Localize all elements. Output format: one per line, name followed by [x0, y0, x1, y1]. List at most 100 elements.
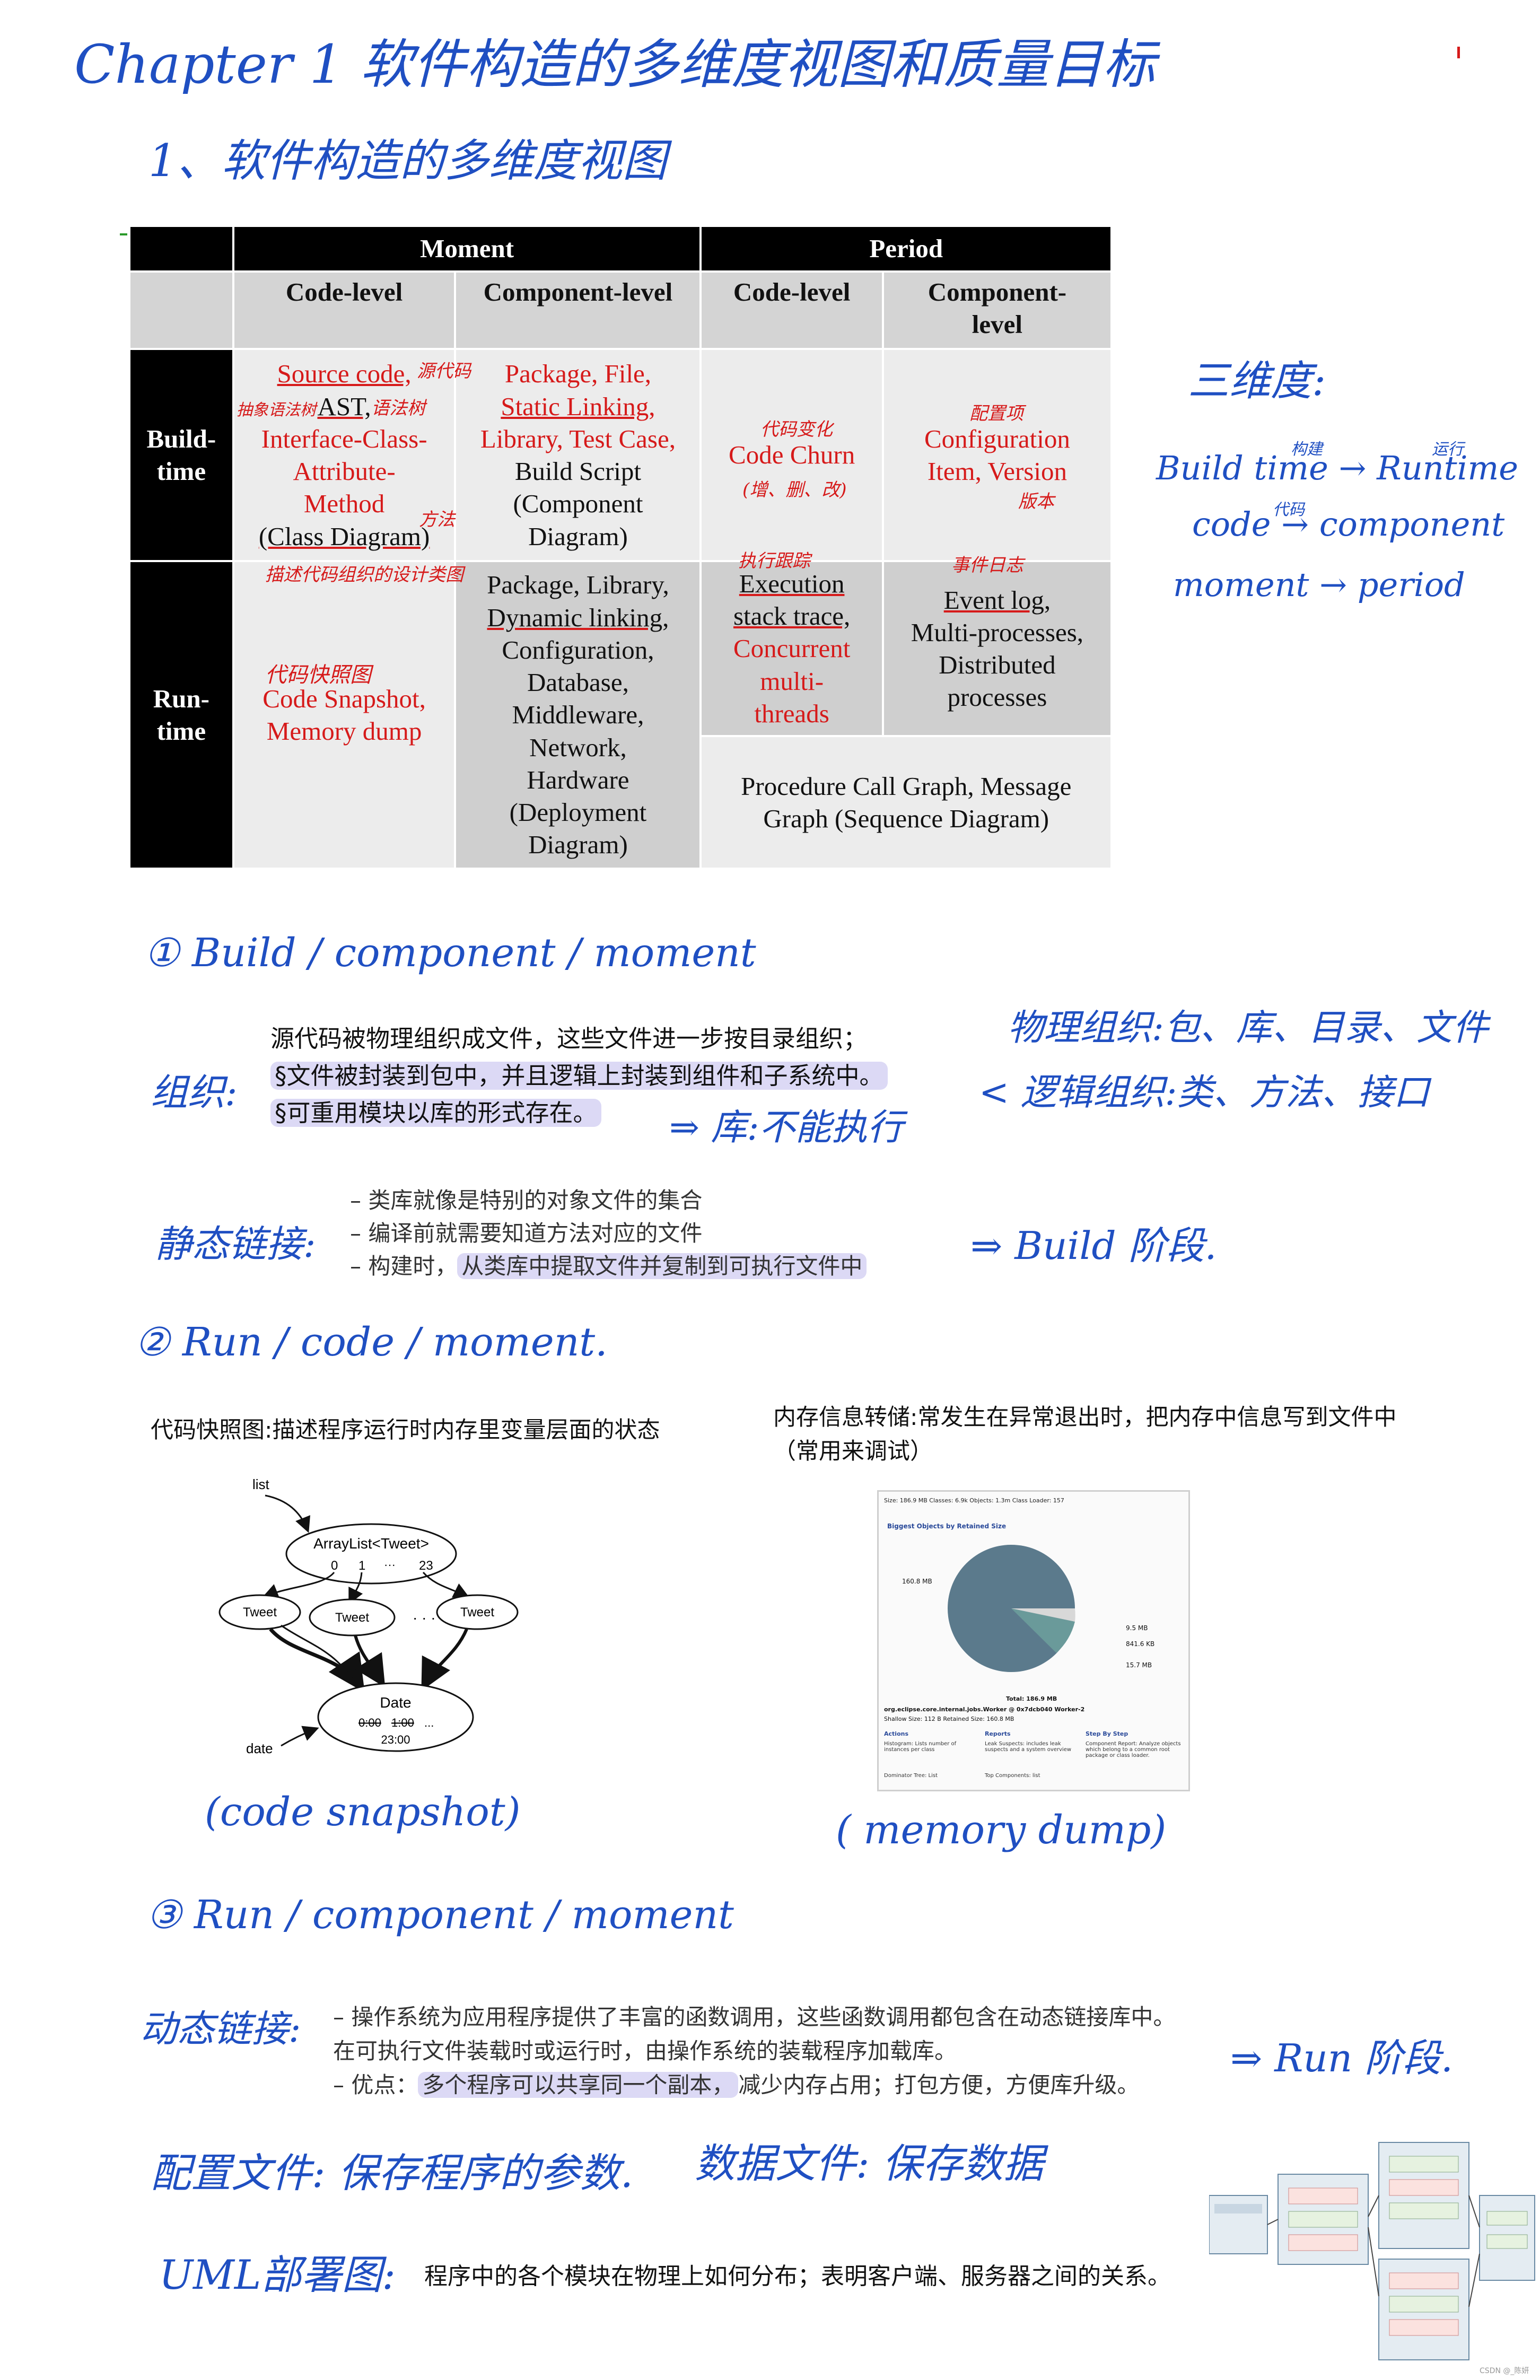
dump-reports-title: Reports — [985, 1730, 1011, 1737]
cell-build-period-code: Code Churn — [699, 348, 884, 562]
code-snapshot-desc: 代码快照图:描述程序运行时内存里变量层面的状态 — [151, 1417, 660, 1443]
index-23: 23 — [419, 1559, 433, 1573]
physical-org-note: 物理组织:包、库、目录、文件 — [1008, 1007, 1489, 1049]
time-0: 0:00 — [358, 1716, 381, 1729]
row-build-time: Build- time — [128, 348, 234, 562]
dump-total: Total: 186.9 MB — [1006, 1695, 1057, 1702]
time-23: 23:00 — [381, 1733, 410, 1746]
stack-trace-text: stack trace, — [733, 601, 851, 631]
subheader-blank — [128, 270, 234, 350]
memory-dump-desc-2: （常用来调试） — [773, 1438, 933, 1465]
code-snapshot-diagram: list ArrayList<Tweet> 0 1 ··· 23 Tweet T… — [218, 1476, 519, 1756]
row-run-time: Run- time — [128, 560, 234, 870]
uml-deployment-text: 程序中的各个模块在物理上如何分布；表明客户端、服务器之间的关系。 — [424, 2263, 1171, 2290]
run-small-note: 运行 — [1432, 440, 1464, 459]
dump-histogram: Histogram: Lists number of instances per… — [884, 1741, 957, 1753]
icam-text-3: Method — [303, 489, 385, 519]
page-title: Chapter 1 软件构造的多维度视图和质量目标 — [74, 33, 1156, 95]
multi-processes-text: Multi-processes, — [911, 617, 1084, 647]
anno-version: 版本 — [1018, 491, 1054, 512]
configuration-text: Configuration — [924, 424, 1070, 453]
dump-component-report: Component Report: Analyze objects which … — [1086, 1741, 1181, 1758]
index-0: 0 — [331, 1559, 338, 1573]
anno-source: 源代码 — [417, 361, 471, 382]
event-log-text: Event log, — [943, 585, 1051, 615]
dump-size-line: Size: 186.9 MB Classes: 6.9k Objects: 1.… — [884, 1497, 1064, 1504]
dump-label-c: 15.7 MB — [1126, 1661, 1152, 1669]
dump-label-a: 9.5 MB — [1126, 1624, 1148, 1632]
library-test-text: Library, Test Case, — [480, 424, 676, 453]
cell-run-moment-code: Code Snapshot, Memory dump — [232, 560, 457, 870]
cell-run-period-code: Execution stack trace, Concurrent multi-… — [699, 560, 884, 737]
code-small-note: 代码 — [1273, 501, 1305, 519]
section-1-heading: 1、软件构造的多维度视图 — [148, 135, 667, 187]
subheader-moment-code: Code-level — [232, 270, 457, 350]
date-label: Date — [380, 1694, 411, 1711]
config-file-note: 配置文件: 保存程序的参数. — [151, 2149, 633, 2197]
arrow-3: → — [1319, 565, 1348, 604]
execution-text: Execution — [739, 568, 845, 598]
static-bullet-3a: – 构建时， — [350, 1253, 458, 1279]
build-script-text: Build Script — [514, 457, 642, 486]
watermark: CSDN @_陈妍 — [1480, 2367, 1529, 2375]
tweet-label-2: Tweet — [335, 1611, 369, 1625]
rm-comp-l1: Package, Library, — [487, 570, 669, 600]
date-node — [317, 1682, 474, 1752]
tweet-label-3: Tweet — [460, 1605, 494, 1620]
section-run-component-moment: ③ Run / component / moment — [146, 1892, 734, 1938]
red-mark — [1457, 47, 1460, 58]
arrow-1: → — [1338, 449, 1367, 487]
tweet-node-2 — [309, 1598, 396, 1637]
component-diagram-text-1: (Component — [513, 489, 643, 519]
cell-run-period-component: Event log, Multi-processes, Distributed … — [881, 560, 1113, 737]
static-bullet-3b: 从类库中提取文件并复制到可执行文件中 — [457, 1253, 867, 1279]
arraylist-label: ArrayList<Tweet> — [313, 1535, 429, 1552]
build-runtime-note: Build time → Runtime — [1156, 449, 1518, 487]
run-label: Run- — [153, 684, 209, 713]
time-1: 1:00 — [391, 1716, 414, 1729]
green-mark — [120, 233, 127, 235]
dynamic-line-3a: – 优点： — [333, 2072, 418, 2098]
build-label: Build- — [146, 424, 216, 453]
static-linking-text: Static Linking, — [501, 391, 655, 421]
date-var-label: date — [246, 1740, 273, 1756]
memory-dump-caption: ( memory dump) — [836, 1807, 1167, 1853]
sequence-diagram-text: Graph (Sequence Diagram) — [763, 804, 1049, 833]
tweet-node-3 — [436, 1594, 519, 1630]
tweet-dots: · · · — [413, 1609, 436, 1626]
code-component-note: code → component — [1192, 505, 1504, 544]
time-dots: ... — [424, 1716, 434, 1729]
distributed-text: Distributed — [939, 650, 1056, 679]
anno-churn-sub: (增、删、改) — [742, 479, 847, 501]
organize-line-2: §文件被封装到包中，并且逻辑上封装到组件和子系统中。 — [270, 1056, 888, 1091]
anno-exec: 执行跟踪 — [738, 550, 810, 572]
organize-line-1: 源代码被物理组织成文件，这些文件进一步按目录组织； — [270, 1025, 868, 1053]
tweet-node-1 — [218, 1594, 301, 1630]
library-note: ⇒ 库:不能执行 — [669, 1107, 904, 1149]
memory-dump-desc-1: 内存信息转储:常发生在异常退出时，把内存中信息写到文件中 — [773, 1404, 1397, 1431]
dynamic-line-3b: 多个程序可以共享同一个副本， — [418, 2072, 739, 2098]
icam-text-2: Attribute- — [293, 457, 396, 486]
run-time-label: time — [156, 716, 206, 746]
subheader-moment-component: Component-level — [454, 270, 702, 350]
data-file-note: 数据文件: 保存数据 — [695, 2140, 1044, 2187]
anno-ast: 语法树 — [371, 398, 425, 419]
dump-leak: Leak Suspects: includes leak suspects an… — [985, 1741, 1072, 1753]
moment-period-note: moment → period — [1173, 565, 1465, 604]
procedure-call-text: Procedure Call Graph, Message — [741, 771, 1072, 801]
cell-build-moment-code: Source code, AST, Interface-Class- Attri… — [232, 348, 457, 562]
ast-text: AST, — [317, 391, 371, 421]
multi-text: multi- — [760, 666, 824, 696]
build-stage-note: ⇒ Build 阶段. — [970, 1223, 1217, 1268]
code-snapshot-text: Code Snapshot, — [262, 684, 426, 713]
dump-label-main: 160.8 MB — [902, 1578, 932, 1585]
dimensions-title: 三维度: — [1188, 357, 1326, 405]
views-table: Moment Period Code-level Component-level… — [128, 225, 1113, 870]
code-snapshot-caption: (code snapshot) — [205, 1789, 521, 1835]
build-time-word: Build time — [1156, 449, 1328, 487]
class-diagram-text: (Class Diagram) — [258, 521, 430, 551]
section-build-component-moment: ① Build / component / moment — [144, 930, 756, 976]
source-code-text: Source code, — [277, 359, 412, 389]
processes-text: processes — [947, 682, 1047, 712]
organize-line-2-text: §文件被封装到包中，并且逻辑上封装到组件和子系统中。 — [270, 1062, 888, 1090]
